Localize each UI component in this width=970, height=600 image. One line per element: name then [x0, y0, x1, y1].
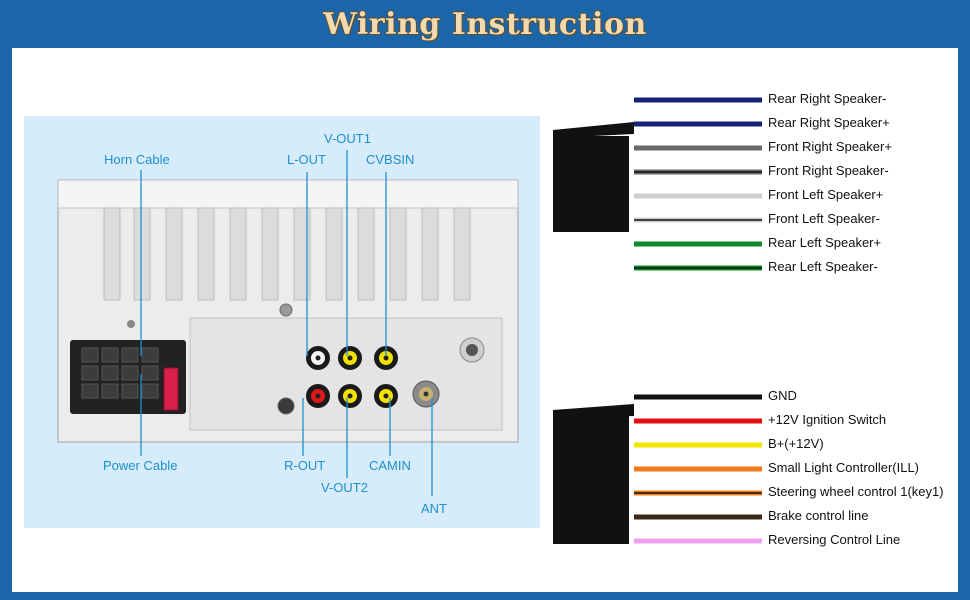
callout-r-out: R-OUT: [284, 458, 326, 473]
callout-ant: ANT: [421, 501, 447, 516]
gps-port: [459, 337, 485, 363]
callout-leaders: [140, 150, 433, 496]
wire-label: B+(+12V): [768, 436, 824, 451]
callout-camin: CAMIN: [369, 458, 411, 473]
wire-label: Front Left Speaker+: [768, 187, 884, 202]
callout-v-out2: V-OUT2: [321, 480, 368, 495]
unit-lower-panel: [189, 317, 503, 431]
heat-fins: [103, 207, 471, 301]
rca-jack-l-out: [306, 346, 330, 370]
rca-jack-cvbsin: [374, 346, 398, 370]
fuse: [163, 367, 179, 411]
callout-cvbsin: CVBSIN: [366, 152, 415, 167]
screw: [279, 303, 293, 317]
power-harness-plug: [553, 404, 634, 544]
wire-label: Front Right Speaker+: [768, 139, 892, 154]
speaker-harness-plug: [553, 122, 634, 232]
wire-label: Rear Left Speaker+: [768, 235, 882, 250]
wire-label: Steering wheel control 1(key1): [768, 484, 944, 499]
wire-label: Rear Left Speaker-: [768, 259, 878, 274]
callout-horn-cable: Horn Cable: [104, 152, 170, 167]
rca-jack-r-out: [306, 384, 330, 408]
wire-label: Small Light Controller(ILL): [768, 460, 920, 475]
unit-top-plate: [57, 179, 519, 209]
callout-l-out: L-OUT: [287, 152, 326, 167]
screw: [127, 320, 135, 328]
wire-label: Brake control line: [768, 508, 869, 523]
wire-label: +12V Ignition Switch: [768, 412, 887, 427]
callout-power-cable: Power Cable: [103, 458, 178, 473]
wire-label: Rear Right Speaker+: [768, 115, 890, 130]
screw: [277, 397, 295, 415]
wire-label: Front Left Speaker-: [768, 211, 880, 226]
callout-v-out1: V-OUT1: [324, 131, 371, 146]
wire-label: Rear Right Speaker-: [768, 91, 887, 106]
wire-label: Reversing Control Line: [768, 532, 901, 547]
wire-label: Front Right Speaker-: [768, 163, 889, 178]
iso-connector-pins: [81, 347, 159, 399]
wire-label: GND: [768, 388, 797, 403]
page-title: Wiring Instruction: [323, 6, 647, 42]
